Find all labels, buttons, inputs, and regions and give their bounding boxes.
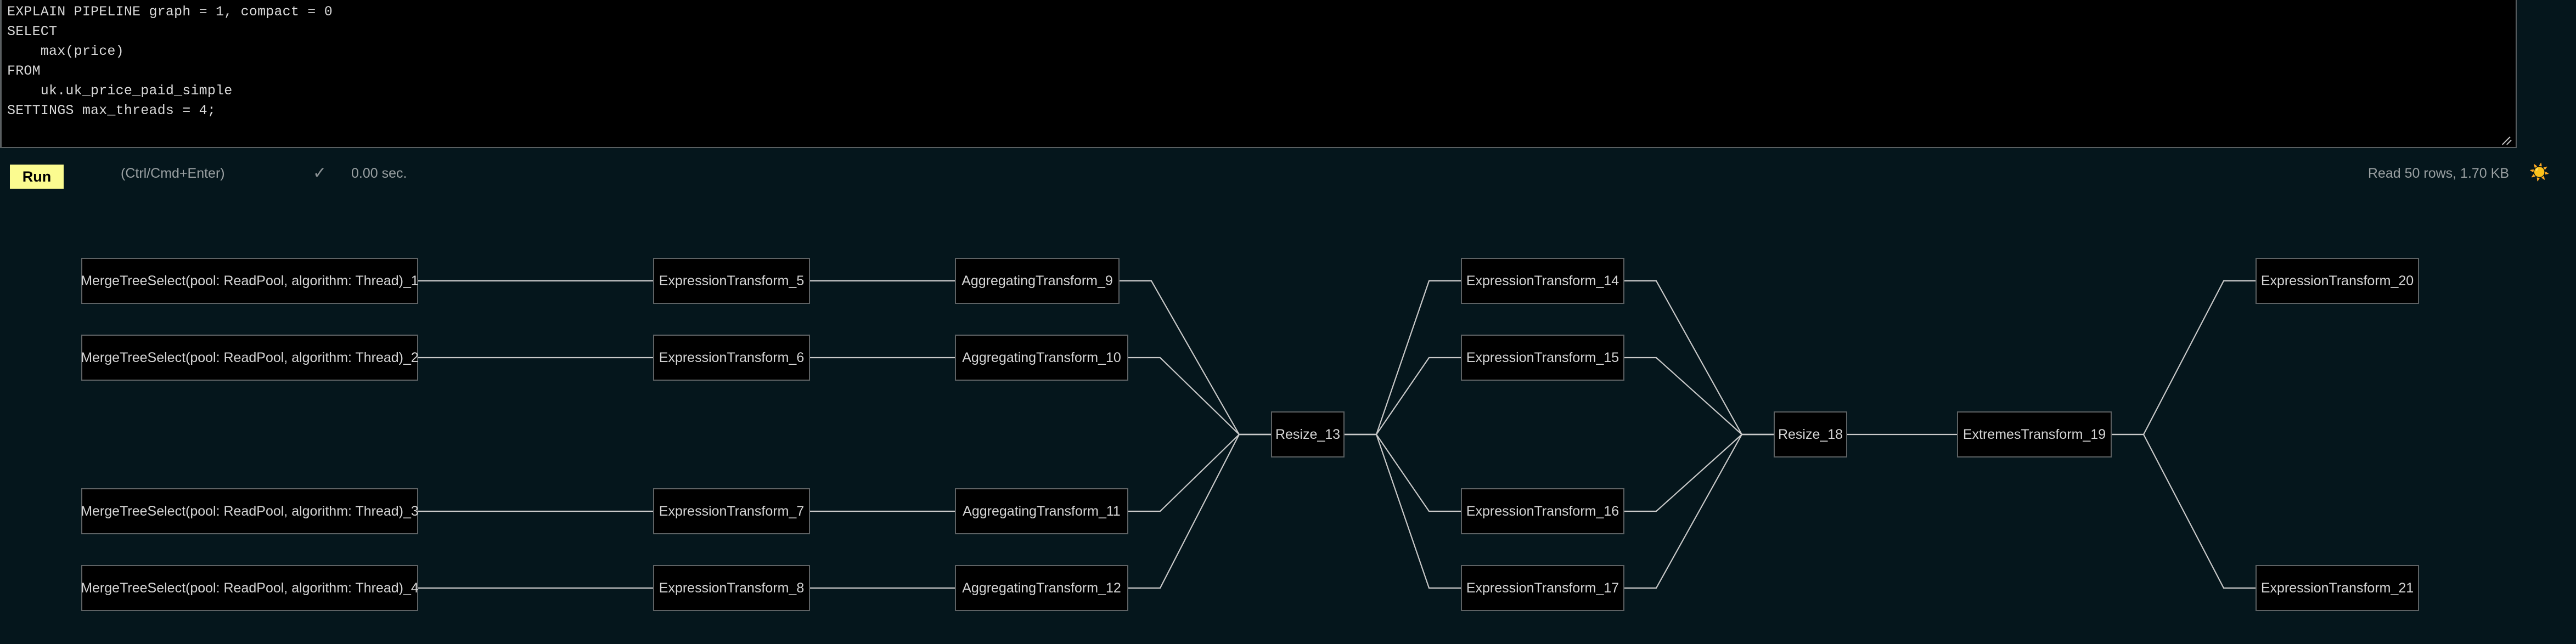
graph-node-label: MergeTreeSelect(pool: ReadPool, algorith… — [81, 580, 419, 596]
graph-edge-n11-n13 — [1128, 433, 1271, 512]
success-check-icon: ✓ — [313, 164, 327, 182]
read-stats-label: Read 50 rows, 1.70 KB — [2367, 166, 2509, 181]
graph-node-label: AggregatingTransform_11 — [963, 503, 1121, 519]
graph-node-label: AggregatingTransform_12 — [962, 580, 1121, 596]
graph-node-label: ExpressionTransform_14 — [1466, 273, 1619, 289]
query-editor-container — [0, 0, 2517, 148]
graph-node-label: MergeTreeSelect(pool: ReadPool, algorith… — [81, 503, 419, 519]
graph-edge-n19-n20 — [2112, 280, 2256, 436]
graph-node-n8[interactable]: ExpressionTransform_8 — [653, 565, 810, 611]
query-input[interactable] — [0, 0, 2517, 148]
graph-node-n15[interactable]: ExpressionTransform_15 — [1461, 335, 1624, 381]
graph-node-n16[interactable]: ExpressionTransform_16 — [1461, 488, 1624, 534]
graph-node-n21[interactable]: ExpressionTransform_21 — [2256, 565, 2419, 611]
graph-node-n4[interactable]: MergeTreeSelect(pool: ReadPool, algorith… — [81, 565, 419, 611]
shortcut-hint-label: (Ctrl/Cmd+Enter) — [121, 166, 225, 181]
graph-node-n6[interactable]: ExpressionTransform_6 — [653, 335, 810, 381]
graph-node-label: ExpressionTransform_17 — [1466, 580, 1619, 596]
graph-node-label: ExpressionTransform_8 — [659, 580, 805, 596]
graph-edge-n19-n21 — [2112, 433, 2256, 589]
graph-node-n18[interactable]: Resize_18 — [1774, 411, 1847, 457]
graph-edge-n16-n18 — [1624, 433, 1774, 512]
graph-node-n2[interactable]: MergeTreeSelect(pool: ReadPool, algorith… — [81, 335, 419, 381]
graph-edge-n13-n16 — [1345, 433, 1461, 512]
graph-node-label: AggregatingTransform_9 — [961, 273, 1113, 289]
graph-node-label: ExtremesTransform_19 — [1962, 426, 2106, 442]
graph-node-n5[interactable]: ExpressionTransform_5 — [653, 258, 810, 304]
graph-node-label: ExpressionTransform_6 — [659, 349, 805, 365]
elapsed-time-label: 0.00 sec. — [351, 166, 407, 181]
graph-node-n7[interactable]: ExpressionTransform_7 — [653, 488, 810, 534]
graph-edge-n13-n17 — [1345, 433, 1461, 589]
graph-edge-n10-n13 — [1128, 357, 1271, 436]
graph-node-n20[interactable]: ExpressionTransform_20 — [2256, 258, 2419, 304]
graph-node-n12[interactable]: AggregatingTransform_12 — [955, 565, 1128, 611]
graph-edge-layer — [418, 280, 2256, 589]
graph-node-n9[interactable]: AggregatingTransform_9 — [955, 258, 1120, 304]
graph-node-n19[interactable]: ExtremesTransform_19 — [1957, 411, 2112, 457]
graph-node-n11[interactable]: AggregatingTransform_11 — [955, 488, 1128, 534]
graph-node-n14[interactable]: ExpressionTransform_14 — [1461, 258, 1624, 304]
graph-node-n1[interactable]: MergeTreeSelect(pool: ReadPool, algorith… — [81, 258, 419, 304]
graph-node-label: ExpressionTransform_5 — [659, 273, 805, 289]
sun-icon[interactable]: ☀️ — [2529, 163, 2550, 182]
graph-node-label: ExpressionTransform_20 — [2260, 273, 2414, 289]
graph-node-label: ExpressionTransform_15 — [1466, 349, 1619, 365]
graph-node-label: MergeTreeSelect(pool: ReadPool, algorith… — [81, 273, 419, 289]
toolbar: Run (Ctrl/Cmd+Enter) ✓ 0.00 sec. Read 50… — [0, 149, 2576, 197]
graph-node-label: Resize_18 — [1778, 426, 1843, 442]
pipeline-graph: MergeTreeSelect(pool: ReadPool, algorith… — [0, 215, 2576, 644]
graph-node-n10[interactable]: AggregatingTransform_10 — [955, 335, 1128, 381]
graph-edge-n15-n18 — [1624, 357, 1774, 436]
graph-edge-n13-n15 — [1345, 357, 1461, 436]
graph-node-label: ExpressionTransform_7 — [659, 503, 805, 519]
graph-node-n17[interactable]: ExpressionTransform_17 — [1461, 565, 1624, 611]
graph-node-label: ExpressionTransform_21 — [2260, 580, 2414, 596]
run-button[interactable]: Run — [10, 165, 64, 189]
graph-node-label: AggregatingTransform_10 — [962, 349, 1121, 365]
graph-node-n3[interactable]: MergeTreeSelect(pool: ReadPool, algorith… — [81, 488, 419, 534]
graph-node-n13[interactable]: Resize_13 — [1271, 411, 1345, 457]
graph-edge-n12-n13 — [1128, 433, 1271, 589]
graph-node-label: MergeTreeSelect(pool: ReadPool, algorith… — [81, 349, 419, 365]
graph-node-label: Resize_13 — [1275, 426, 1341, 442]
graph-node-label: ExpressionTransform_16 — [1466, 503, 1619, 519]
graph-edge-n17-n18 — [1624, 433, 1774, 589]
